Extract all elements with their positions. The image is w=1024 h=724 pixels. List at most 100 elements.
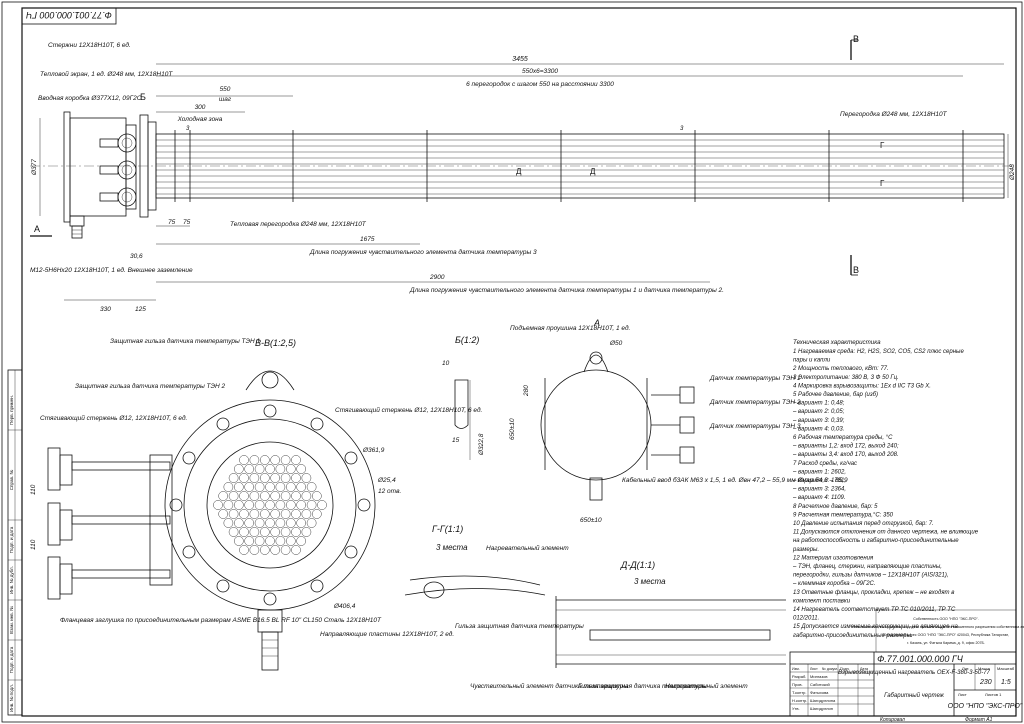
heater-tube: [280, 545, 291, 555]
heater-tube: [296, 482, 307, 492]
tech-line: 012/2011.: [793, 616, 819, 622]
heater-tube: [259, 491, 270, 501]
heater-tube: [254, 518, 265, 528]
heater-tube: [296, 500, 307, 510]
stamp-lit: Лит.: [962, 666, 969, 671]
heater-tube: [244, 482, 254, 492]
heater-tube: [223, 500, 234, 510]
dim-shag: шаг: [219, 96, 232, 103]
sensor-stems: [47, 447, 173, 600]
dim-330: 330: [100, 306, 111, 313]
dim-110: 110: [30, 484, 37, 495]
stamp-rows: Разраб.МингазовПров.СабитскийТ.контр.Фат…: [792, 674, 836, 711]
dim-361-9: Ø361,9: [362, 447, 385, 454]
dim-650-vertical: 650±10: [509, 418, 516, 440]
sensor-heads-a: [651, 386, 695, 464]
stamp-name: Сабитский: [810, 682, 830, 687]
stamp-role: Пров.: [792, 682, 803, 687]
callout-tie-rod: Стягивающий стержень Ø12, 12Х18Н10Т, 6 е…: [335, 406, 483, 414]
dim-partitions: 6 перегородок с шагом 550 на расстоянии …: [466, 80, 614, 88]
callout-lug: Подъемная проушина 12Х18Н10Т, 1 ед.: [510, 324, 631, 332]
heater-tube: [233, 536, 244, 546]
copyright-line: Юридический адрес ООО "НПО "ЭКС-ПРО" 420…: [883, 633, 1010, 637]
stamp-sheets: Листов 1: [985, 692, 1002, 697]
heater-tube: [228, 473, 239, 483]
section-g-mark: Г: [880, 141, 885, 150]
heater-tube: [244, 464, 254, 474]
tech-line: 9 Расчетная температура,°С: 350: [793, 512, 894, 518]
doc-code: Ф.77.001.000.000 ГЧ: [877, 654, 964, 664]
tech-line: 7 Расход среды, кг/час: [793, 461, 857, 467]
dim-550x6: 550х6=3300: [522, 68, 558, 75]
section-gg-count: 3 места: [436, 543, 468, 552]
tech-line: – клеммная коробка – 09Г2С.: [792, 581, 876, 587]
stamp-name: Шагидуллина: [810, 698, 836, 703]
tech-line: – вариант 3: 0,39;: [792, 418, 845, 424]
callout-dd-guard: Гильза защитная датчика температуры: [578, 682, 707, 690]
heater-tube: [244, 500, 254, 510]
tech-line: 4 Маркировка взрывозащиты: 1Ex d IIC T3 …: [793, 383, 931, 389]
heater-tube: [270, 545, 281, 555]
heater-tube: [291, 473, 301, 483]
heater-tube: [301, 509, 312, 519]
tech-line: габаритно-присоединительные размеры.: [793, 633, 913, 639]
heater-tube: [296, 518, 307, 528]
heater-tube: [280, 455, 291, 465]
copyright-line: г. Казань, ул. Фатыха Карима, д. 9, офис…: [907, 641, 985, 645]
heater-tube: [239, 545, 249, 555]
callout-sensor3-depth: Длина погружения чувствительного элемент…: [309, 248, 537, 256]
heater-tube: [233, 518, 244, 528]
callout-sensor-2: Датчик температуры ТЭН 2: [709, 399, 801, 406]
heater-tube: [233, 482, 244, 492]
callout-plug: Фланцевая заглушка по присоединительным …: [60, 616, 382, 624]
callout-sensor-1: Датчик температуры ТЭН 1: [709, 375, 801, 382]
tech-line: 11 Допускаются отклонения от данного чер…: [793, 530, 979, 536]
heater-tube: [265, 536, 275, 546]
title-block: Ф.77.001.000.000 ГЧ Взрывозащищенный наг…: [789, 651, 1023, 717]
heater-tube: [254, 500, 265, 510]
stamp-name: Мингазов: [810, 674, 827, 679]
callout-gg-guard: Гильза защитная датчика температуры: [455, 622, 584, 630]
heater-tube: [306, 482, 317, 492]
heater-tube: [291, 509, 301, 519]
callout-thermal-screen: Тепловой экран, 1 ед. Ø248 мм, 12Х18Н10Т: [40, 70, 173, 78]
dim-125: 125: [135, 306, 146, 313]
callout-guide-plates: Направляющие пластины 12Х18Н10Т, 2 ед.: [320, 630, 454, 638]
heater-tube: [223, 482, 234, 492]
tech-line: 13 Ответные фланцы, прокладки, крепеж – …: [793, 590, 954, 596]
tech-line: на работоспособность и габаритно-присоед…: [793, 538, 959, 544]
view-a: А Подъемная проушина 12Х18Н10Т, 1 ед. Ø5…: [509, 318, 848, 524]
stamp-product: Взрывозащищенный нагреватель OEX-F-380-3…: [838, 669, 990, 676]
tech-line: размеры.: [792, 547, 819, 553]
dim-25-4: Ø25,4: [377, 477, 396, 484]
heater-tube: [254, 536, 265, 546]
top-code-box: [21, 7, 117, 25]
heater-tube: [259, 545, 270, 555]
tech-lines: 1 Нагреваемая среда: H2, H2S, SO2, CO5, …: [792, 349, 979, 639]
stamp-role: Разраб.: [792, 674, 806, 679]
dimensions-top: 3455 550х6=3300 6 перегородок с шагом 55…: [31, 56, 1016, 313]
dim-75: 75: [168, 219, 176, 226]
side-stamp-label: Подп. и дата: [9, 526, 14, 553]
heater-tube: [270, 509, 281, 519]
heater-tube: [259, 509, 270, 519]
heater-tube: [265, 518, 275, 528]
heater-tube: [218, 491, 228, 501]
tech-line: 8 Расчетное давление, бар: 5: [793, 504, 878, 510]
copyright-line: Использование, копирование, передача тре…: [852, 625, 1024, 629]
stamp-header: № докум.: [822, 667, 838, 671]
tech-line: 12 Материал изготовления: [793, 555, 874, 561]
section-vv-title: В-В(1:2,5): [255, 338, 296, 348]
dim-30-6: 30,6: [130, 253, 143, 260]
view-a-mark: А: [34, 224, 40, 234]
side-stamp-label: Инв. № подл.: [9, 684, 14, 712]
heater-tube: [233, 464, 244, 474]
callout-dd-heater: Нагревательный элемент: [665, 682, 748, 690]
heater-tube: [296, 536, 307, 546]
dim-2900: 2900: [429, 274, 445, 281]
dim-650-horizontal: 650±10: [580, 517, 602, 524]
heater-tube: [218, 509, 228, 519]
stamp-mass-header: Масса: [978, 666, 991, 671]
dim-406-4: Ø406,4: [333, 603, 356, 610]
callout-guard-2: Защитная гильза датчика температуры ТЭН …: [75, 382, 225, 390]
